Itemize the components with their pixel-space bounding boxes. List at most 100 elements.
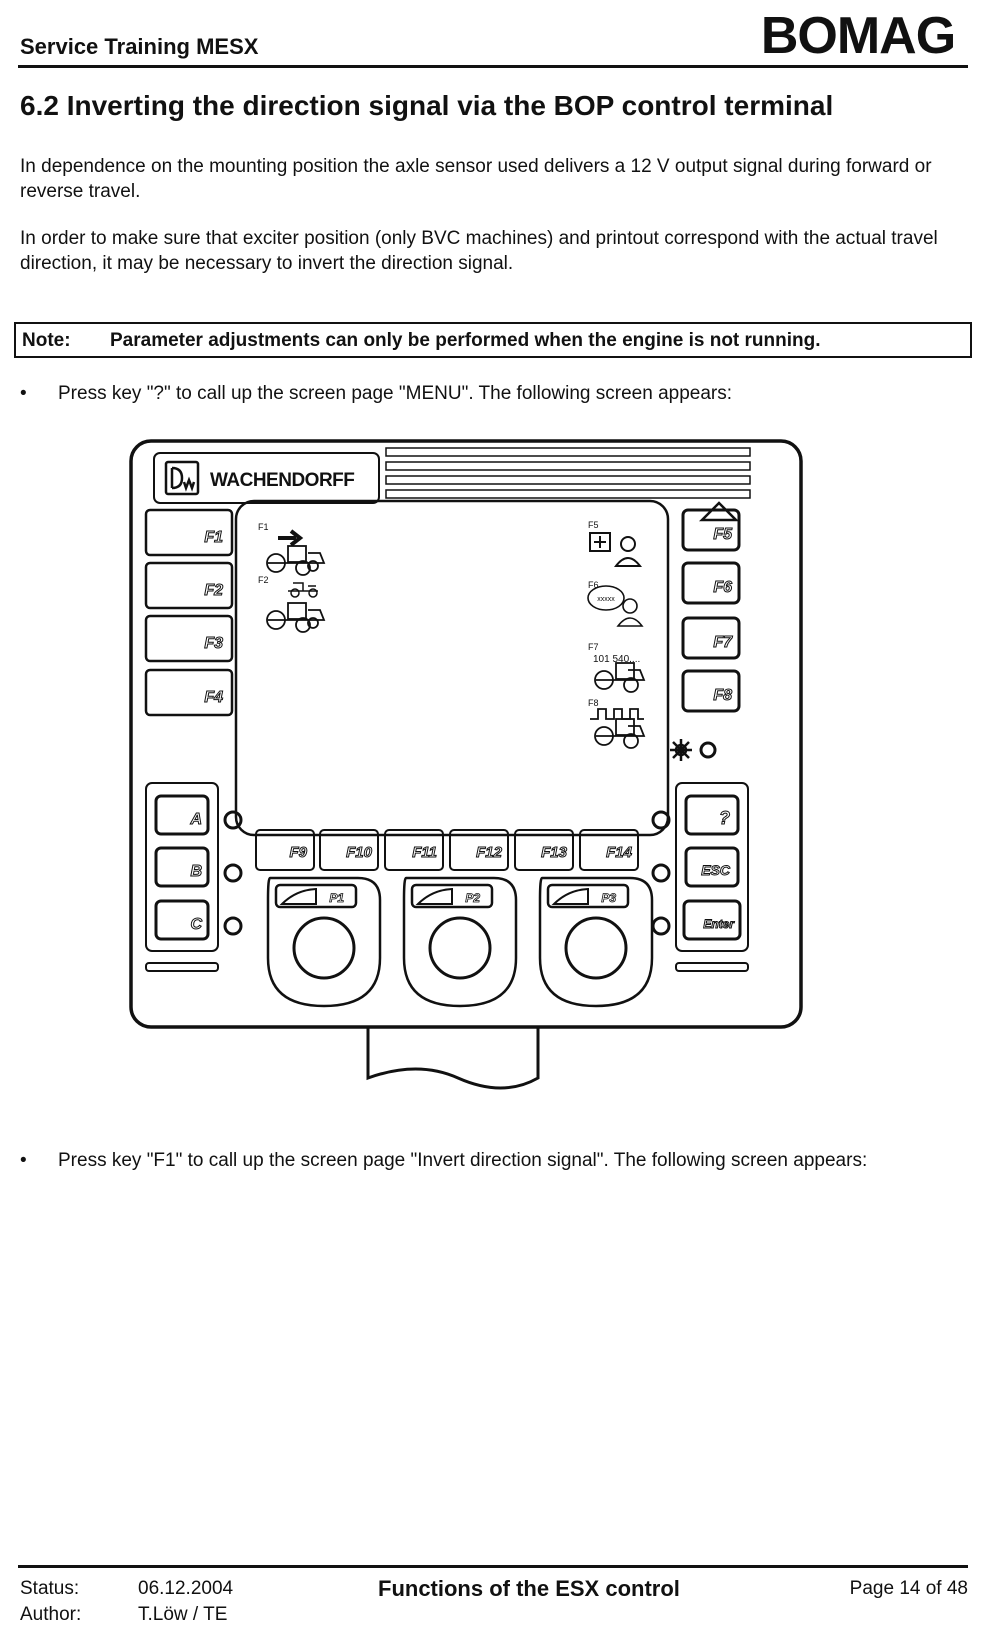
screen-f1-entry: F1 <box>258 522 304 547</box>
svg-text:F9: F9 <box>289 844 307 861</box>
bop-terminal-illustration: WACHENDORFF F1 F2 F5 F6 xxxxx F <box>129 439 803 1090</box>
footer-chapter-title: Functions of the ESX control <box>378 1576 680 1601</box>
bomag-logo-text: BOMAG <box>761 10 955 60</box>
key-f13[interactable]: F13 <box>514 829 574 871</box>
vent-slots <box>385 447 751 499</box>
footer-author-label: Author: <box>20 1604 82 1625</box>
screen-label: F2 <box>258 575 269 585</box>
screen-label: F5 <box>588 520 599 530</box>
svg-text:ESC: ESC <box>701 862 731 878</box>
key-a[interactable]: A <box>154 794 210 836</box>
status-led <box>699 741 717 759</box>
key-esc[interactable]: ESC <box>684 846 740 888</box>
knob-p3[interactable]: P3 <box>538 876 654 1008</box>
right-fkeys: F5 F6 F7 F8 <box>681 508 741 713</box>
svg-text:A: A <box>189 811 202 828</box>
plus-person-icon <box>589 532 643 567</box>
svg-text:xxxxx: xxxxx <box>597 596 615 603</box>
bottom-fkeys: F9 F10 F11 F12 F13 F14 <box>255 829 639 871</box>
brand-name: WACHENDORFF <box>210 470 354 491</box>
svg-text:P3: P3 <box>601 891 616 905</box>
wachendorff-logo-icon <box>164 460 200 496</box>
key-f5[interactable]: F5 <box>681 508 741 552</box>
svg-text:B: B <box>190 863 202 880</box>
key-f1[interactable]: F1 <box>144 508 234 557</box>
svg-text:P1: P1 <box>329 891 344 905</box>
f7-value-text: 101 540.... <box>593 654 640 665</box>
arrow-right-icon <box>278 529 304 547</box>
svg-text:C: C <box>190 916 202 933</box>
page-footer: Status: 06.12.2004 Author: T.Löw / TE Fu… <box>18 1565 968 1633</box>
svg-text:F7: F7 <box>713 634 733 651</box>
menu-keys: ? ESC Enter <box>682 794 742 941</box>
paragraph-invert-reason: In order to make sure that exciter posit… <box>20 228 938 274</box>
bullet-text: Press key "F1" to call up the screen pag… <box>58 1150 868 1171</box>
roller-icon <box>594 718 646 749</box>
brand-plate <box>153 452 380 504</box>
bomag-logo: BOMAG <box>761 10 956 60</box>
roller-icon <box>266 545 326 576</box>
key-b[interactable]: B <box>154 846 210 888</box>
key-f8[interactable]: F8 <box>681 669 741 713</box>
key-c[interactable]: C <box>154 899 210 941</box>
key-f11[interactable]: F11 <box>384 829 444 871</box>
footer-status-label: Status: <box>20 1578 80 1599</box>
svg-text:Enter: Enter <box>703 917 735 931</box>
svg-text:F3: F3 <box>204 635 223 652</box>
bullet-icon: • <box>20 1150 27 1171</box>
key-f2[interactable]: F2 <box>144 561 234 610</box>
key-f6[interactable]: F6 <box>681 561 741 605</box>
header-title: Service Training MESX <box>20 34 259 59</box>
terminal-housing <box>129 439 803 1029</box>
key-f14[interactable]: F14 <box>579 829 639 871</box>
screen-label: F7 <box>588 642 599 652</box>
paragraph-axle-sensor: In dependence on the mounting position t… <box>20 156 932 202</box>
svg-text:?: ? <box>719 808 730 828</box>
svg-text:F5: F5 <box>713 526 733 543</box>
note-label: Note: <box>22 330 71 351</box>
section-title: 6.2 Inverting the direction signal via t… <box>20 90 834 121</box>
svg-text:F10: F10 <box>346 844 373 861</box>
left-fkeys: F1 F2 F3 F4 <box>144 508 234 717</box>
knob-p1[interactable]: P1 <box>266 876 382 1008</box>
speech-person-icon: xxxxx <box>587 585 644 627</box>
svg-text:F12: F12 <box>476 844 503 861</box>
screen-label: F8 <box>588 698 599 708</box>
key-f7[interactable]: F7 <box>681 616 741 660</box>
svg-text:F14: F14 <box>606 844 633 861</box>
key-f12[interactable]: F12 <box>449 829 509 871</box>
sun-icon <box>670 739 692 761</box>
roller-icon <box>266 602 326 633</box>
note-text: Parameter adjustments can only be perfor… <box>110 330 821 351</box>
bottom-slot-right <box>675 962 749 972</box>
footer-status-value: 06.12.2004 <box>138 1578 234 1599</box>
bottom-slot-left <box>145 962 219 972</box>
right-side-panel <box>675 782 749 952</box>
key-f10[interactable]: F10 <box>319 829 379 871</box>
svg-text:P2: P2 <box>465 891 480 905</box>
svg-text:F6: F6 <box>713 579 732 596</box>
abc-keys: A B C <box>154 794 210 941</box>
knob-p2[interactable]: P2 <box>402 876 518 1008</box>
footer-author-value: T.Löw / TE <box>138 1604 228 1625</box>
svg-text:F4: F4 <box>204 689 223 706</box>
svg-text:F13: F13 <box>541 844 568 861</box>
key-help[interactable]: ? <box>684 794 740 836</box>
screen-label: F6 <box>588 580 599 590</box>
svg-text:F2: F2 <box>204 582 223 599</box>
key-f9[interactable]: F9 <box>255 829 315 871</box>
footer-page-number: Page 14 of 48 <box>849 1578 968 1599</box>
note-box: Note: Parameter adjustments can only be … <box>14 322 972 358</box>
roller-small-icon <box>288 582 318 598</box>
key-f4[interactable]: F4 <box>144 668 234 717</box>
svg-text:F8: F8 <box>713 687 732 704</box>
pulse-signal-icon <box>590 708 644 720</box>
key-enter[interactable]: Enter <box>682 899 742 941</box>
svg-text:F1: F1 <box>204 529 223 546</box>
roller-icon <box>594 662 646 693</box>
bullet-text: Press key "?" to call up the screen page… <box>58 383 733 404</box>
left-side-panel <box>145 782 219 952</box>
page-header: Service Training MESX BOMAG <box>18 10 968 68</box>
screen-label: F1 <box>258 522 269 532</box>
key-f3[interactable]: F3 <box>144 614 234 663</box>
